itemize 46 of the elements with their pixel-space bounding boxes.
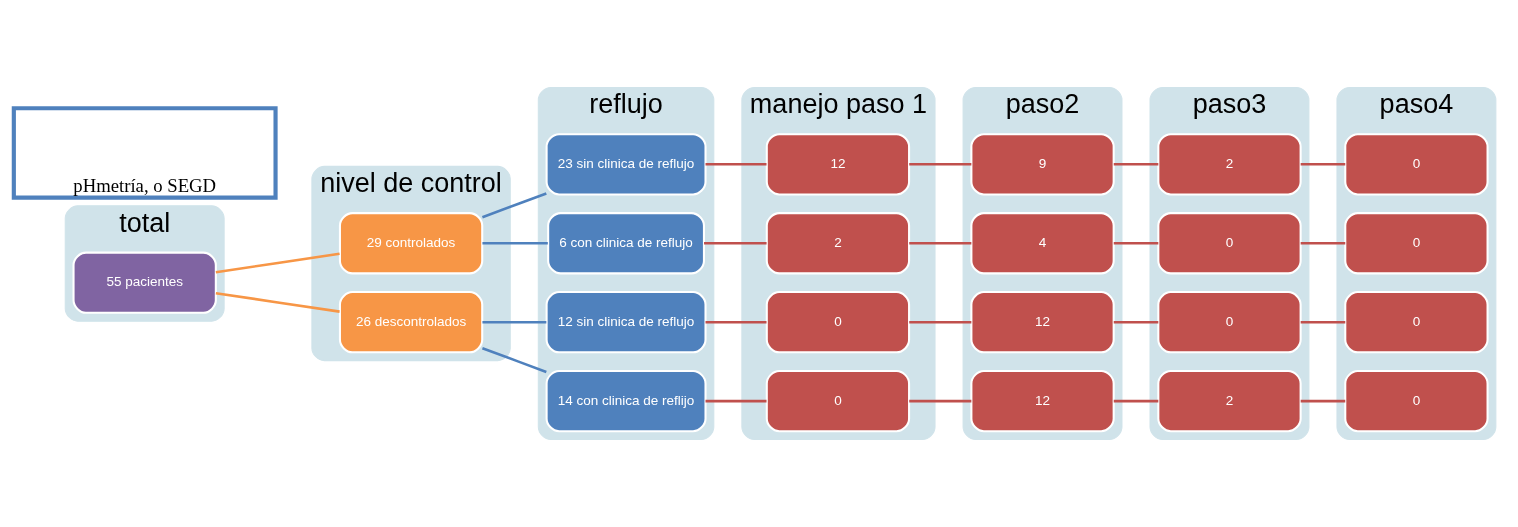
connector xyxy=(1300,241,1346,245)
connector xyxy=(909,320,972,324)
connector xyxy=(909,399,972,403)
connector xyxy=(215,291,340,313)
connector xyxy=(482,241,548,245)
node-box: 55 pacientes xyxy=(72,251,217,314)
connector xyxy=(705,399,767,403)
node-box: 0 xyxy=(1344,212,1489,275)
connector xyxy=(215,252,340,274)
connector xyxy=(481,192,547,219)
connector xyxy=(705,320,767,324)
node-box: 4 xyxy=(970,212,1115,275)
node-box: 0 xyxy=(1157,291,1302,354)
connector xyxy=(482,320,547,324)
node-box: 2 xyxy=(765,212,911,275)
connector xyxy=(481,347,547,374)
connector xyxy=(1113,163,1159,166)
connector xyxy=(909,163,972,166)
connector xyxy=(1113,241,1159,245)
connector xyxy=(1300,320,1346,324)
node-box: 2 xyxy=(1157,133,1302,196)
connector xyxy=(704,241,767,245)
node-box: 12 xyxy=(970,291,1115,354)
node-box: 6 con clinica de reflujo xyxy=(547,212,705,275)
node-box: 26 descontrolados xyxy=(338,291,484,354)
node-box: 9 xyxy=(970,133,1115,196)
node-box: 0 xyxy=(1344,369,1489,433)
node-box: 12 xyxy=(970,369,1115,433)
connector xyxy=(1300,163,1346,166)
node-box: 23 sin clinica de reflujo xyxy=(545,133,707,196)
node-box: pHmetría, o SEGD xyxy=(11,106,278,200)
node-box: 0 xyxy=(1157,212,1302,275)
connector xyxy=(705,163,767,166)
connector xyxy=(1113,399,1159,403)
connector xyxy=(1300,399,1346,403)
node-box: 0 xyxy=(1344,133,1489,196)
node-box: 0 xyxy=(765,291,911,354)
node-box: 0 xyxy=(1344,291,1489,354)
node-box: 2 xyxy=(1157,369,1302,433)
connector xyxy=(1113,320,1159,324)
node-box: 0 xyxy=(765,369,911,433)
node-box: 29 controlados xyxy=(338,212,484,275)
node-box: 12 xyxy=(765,133,911,196)
connector xyxy=(909,241,972,245)
node-box: 14 con clinica de reflijo xyxy=(545,369,707,433)
node-box: 12 sin clinica de reflujo xyxy=(545,291,707,354)
